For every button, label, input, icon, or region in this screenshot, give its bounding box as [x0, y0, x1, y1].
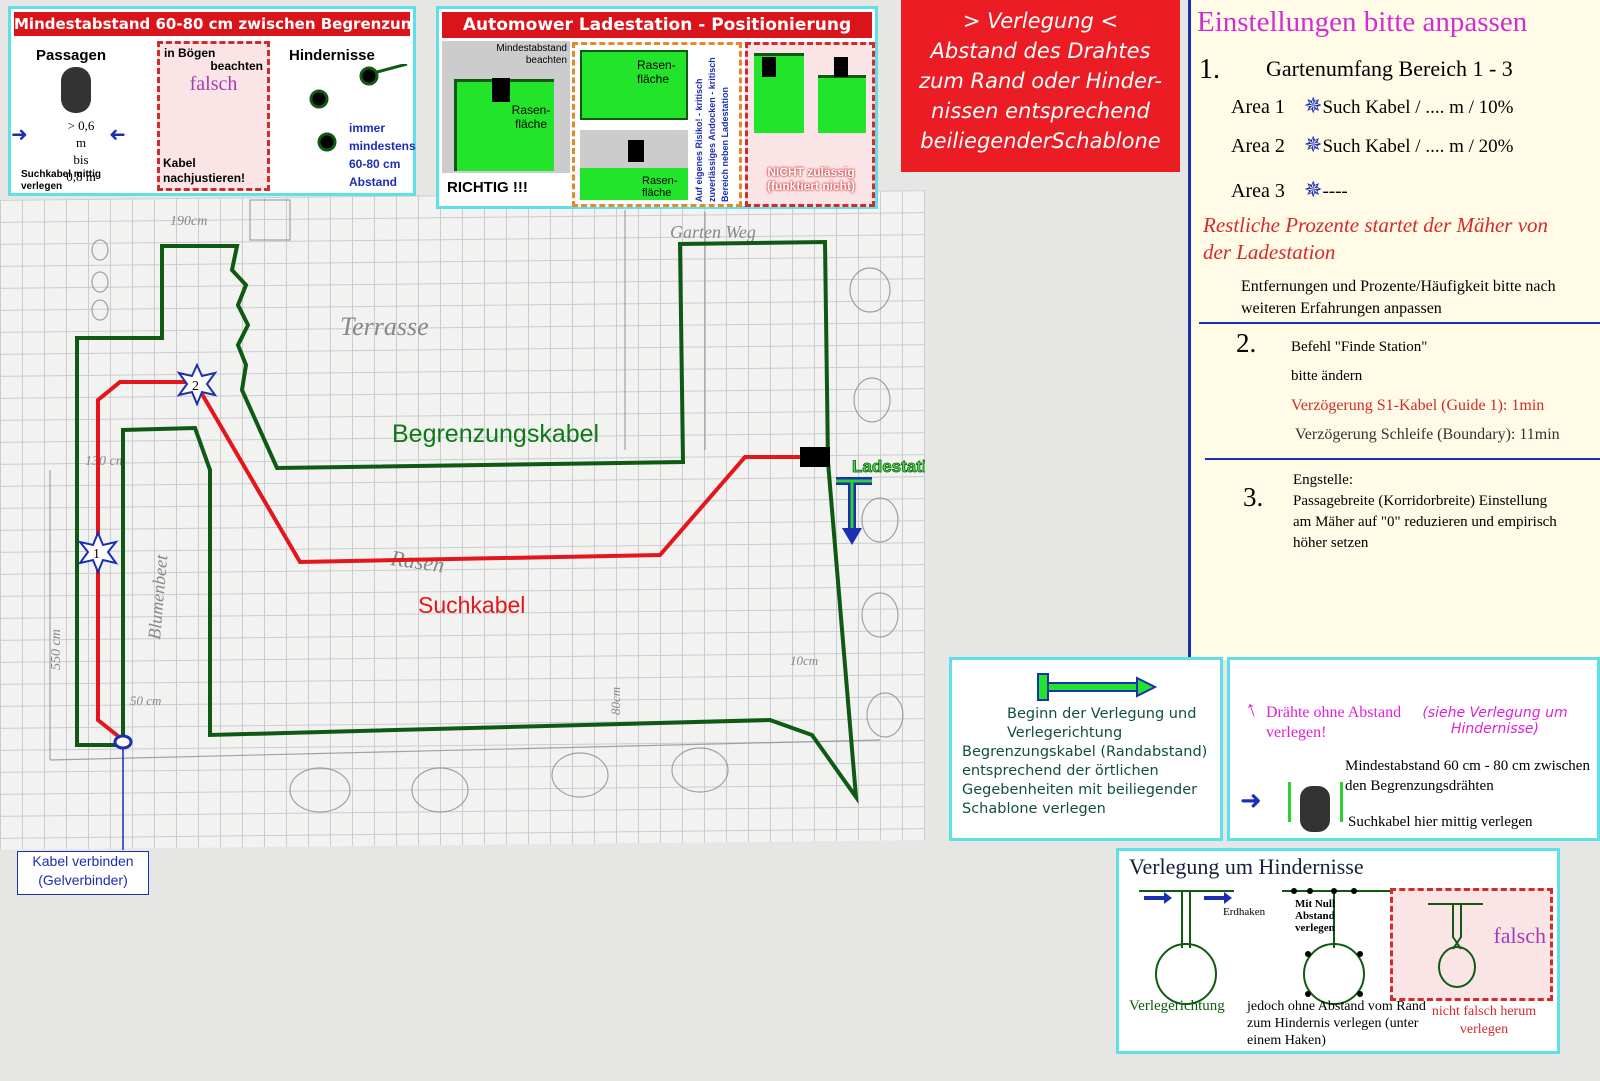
area-row: Area 1✵Such Kabel / .... m / 10%	[1231, 93, 1514, 119]
direction-arrow-icon	[836, 477, 872, 545]
passagen-title: Mindestabstand 60-80 cm zwischen Begrenz…	[14, 12, 410, 36]
svg-text:1: 1	[93, 547, 100, 562]
suchkabel-text: Suchkabel mittig verlegen	[21, 169, 102, 192]
garden-plan: Terrasse Rasen Garten Weg 190cm 130 cm 5…	[49, 199, 925, 850]
section1-title: Gartenumfang Bereich 1 - 3	[1266, 56, 1513, 81]
sketch-box	[249, 199, 291, 241]
svg-text:2: 2	[192, 379, 199, 394]
label-50: 50 cm	[130, 693, 161, 708]
hindernisse-box: Verlegung um Hindernisse Erdhaken Mit Nu…	[1116, 848, 1560, 1054]
arrow-left-icon: ➜	[109, 124, 126, 146]
ladestation-panel: Automower Ladestation - Positionierung M…	[436, 6, 878, 209]
label-130: 130 cm	[85, 454, 126, 469]
boegen-box: in Bögen beachten falsch Kabel nachjusti…	[157, 41, 270, 191]
area-row: Area 2✵Such Kabel / .... m / 20%	[1231, 132, 1514, 158]
immer-text: immer mindestens 60-80 cm Abstand	[349, 121, 416, 189]
start-arrow-icon	[1037, 673, 1157, 701]
obstacle-diagram	[309, 64, 408, 152]
arrow-up-icon: ↑	[1241, 694, 1261, 723]
star-icon: ✵	[1304, 93, 1323, 118]
ladestation-title: Automower Ladestation - Positionierung	[442, 12, 872, 38]
entfernungen-text: Entfernungen und Prozente/Häufigkeit bit…	[1241, 278, 1556, 317]
section3: Engstelle:Passagebreite (Korridorbreite)…	[1293, 472, 1557, 551]
star-marker-1: 1	[77, 530, 119, 575]
label-80: 80cm	[608, 687, 623, 715]
star-marker-2: 2	[176, 362, 218, 407]
star-icon: ✵	[1304, 132, 1323, 157]
label-blumenbeet: Blumenbeet	[144, 553, 171, 640]
boundary-cable	[75, 239, 859, 805]
connector-label: Kabel verbinden (Gelverbinder)	[17, 851, 149, 895]
restlich-text: Restliche Prozente startet der Mäher von…	[1203, 213, 1549, 264]
passagen-heading: Passagen	[36, 47, 107, 64]
arrow-right-icon: ➜	[11, 124, 28, 146]
obstacle-loop-diagram	[1139, 888, 1394, 1005]
falsch-label: falsch	[189, 73, 238, 95]
label-suchkabel: Suchkabel	[418, 592, 525, 618]
connector-icon	[113, 734, 133, 750]
passagen-panel: Mindestabstand 60-80 cm zwischen Begrenz…	[8, 6, 416, 196]
label-550: 550 cm	[49, 629, 64, 670]
nicht-zulaessig-box: NICHT zulässig (funktiert nicht)	[745, 42, 875, 207]
hindernisse-title: Verlegung um Hindernisse	[1129, 854, 1364, 879]
label-terrasse: Terrasse	[340, 312, 429, 341]
abstand-box: ↑ Drähte ohne Abstand verlegen! (siehe V…	[1227, 657, 1600, 841]
mower-icon	[61, 67, 91, 113]
richtig-diagram: Mindestabstand beachten Rasen-fläche	[442, 41, 570, 173]
settings-panel: Einstellungen bitte anpassen 1. Gartenum…	[1188, 0, 1600, 660]
label-190: 190cm	[170, 214, 207, 229]
area-row: Area 3✵----	[1231, 177, 1348, 203]
risiko-box: Rasen-fläche Rasen-fläche Auf eigenes Ri…	[572, 42, 742, 207]
label-ladestation: Ladestation	[852, 457, 925, 476]
arrow-right-icon: ➜	[1240, 786, 1262, 815]
label-10: 10cm	[790, 653, 818, 668]
mower-icon	[1300, 786, 1330, 832]
settings-title: Einstellungen bitte anpassen	[1197, 6, 1528, 38]
label-begrenzungskabel: Begrenzungskabel	[392, 420, 599, 448]
hindernisse-heading: Hindernisse	[289, 47, 375, 64]
label-gartenweg: Garten Weg	[670, 222, 756, 242]
charging-station	[800, 447, 830, 467]
area-list: Area 1✵Such Kabel / .... m / 10% Area 2✵…	[1231, 88, 1513, 211]
star-icon: ✵	[1304, 177, 1323, 202]
falsch-box: falsch	[1390, 888, 1553, 1001]
richtig-label: RICHTIG !!!	[447, 179, 528, 196]
section2: Befehl "Finde Station"bitte ändern Verzö…	[1291, 339, 1560, 443]
